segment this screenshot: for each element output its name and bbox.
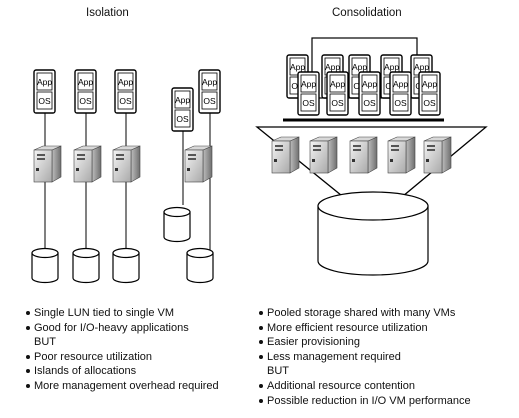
- os-label: OS: [302, 98, 315, 108]
- isolation-bullet-item: Good for I/O-heavy applications: [25, 321, 219, 336]
- os-box: [421, 93, 438, 112]
- isolation-bullet-item: More management overhead required: [25, 379, 219, 394]
- server-icon: [309, 136, 338, 174]
- app-box: [361, 74, 378, 93]
- consolidation-bullet-item: Easier provisioning: [258, 335, 471, 350]
- os-box: [77, 91, 94, 110]
- app-box: [329, 74, 346, 93]
- isolation-bullet-item: Islands of allocations: [25, 364, 219, 379]
- os-box: [329, 93, 346, 112]
- os-box: [117, 91, 134, 110]
- consolidation-bullet-item: More efficient resource utilization: [258, 321, 471, 336]
- isolation-title: Isolation: [86, 7, 129, 19]
- app-box: [117, 72, 134, 91]
- os-box: [201, 91, 218, 110]
- app-box: [77, 72, 94, 91]
- os-box: [300, 93, 317, 112]
- os-label: OS: [363, 98, 376, 108]
- app-box: [201, 72, 218, 91]
- os-label: OS: [38, 96, 51, 106]
- app-box: [421, 74, 438, 93]
- disk-icon: [112, 247, 140, 284]
- server-icon: [423, 136, 452, 174]
- server-icon: [387, 136, 416, 174]
- server-icon: [349, 136, 378, 174]
- consolidation-bullet-item: Pooled storage shared with many VMs: [258, 306, 471, 321]
- isolation-bullet-item: BUT: [34, 336, 56, 349]
- os-label: OS: [176, 114, 189, 124]
- disk-icon: [186, 247, 214, 284]
- os-box: [361, 93, 378, 112]
- app-label: App: [414, 62, 429, 72]
- os-label: OS: [119, 96, 132, 106]
- app-box: [300, 74, 317, 93]
- app-label: App: [290, 62, 305, 72]
- server-icon: [73, 145, 102, 183]
- disk-icon: [72, 247, 100, 284]
- app-label: App: [78, 77, 93, 87]
- app-box: [174, 90, 191, 109]
- consolidation-title: Consolidation: [332, 7, 402, 19]
- app-label: App: [301, 79, 316, 89]
- os-label: OS: [79, 96, 92, 106]
- server-icon: [271, 136, 300, 174]
- disk-icon: [163, 206, 191, 243]
- app-label: App: [362, 79, 377, 89]
- app-label: App: [175, 95, 190, 105]
- server-icon: [184, 145, 213, 183]
- consolidation-bullet-item: Additional resource contention: [258, 379, 471, 394]
- server-icon: [112, 145, 141, 183]
- consolidation-bullet-item: BUT: [267, 365, 289, 378]
- disk-icon: [31, 247, 59, 284]
- os-label: OS: [331, 98, 344, 108]
- consolidation-bullet-item: Less management required: [258, 350, 471, 365]
- app-label: App: [37, 77, 52, 87]
- isolation-bullet-item: Poor resource utilization: [25, 350, 219, 365]
- app-label: App: [325, 62, 340, 72]
- app-label: App: [202, 77, 217, 87]
- app-label: App: [393, 79, 408, 89]
- os-label: OS: [394, 98, 407, 108]
- os-box: [392, 93, 409, 112]
- server-icon: [33, 145, 62, 183]
- app-box: [392, 74, 409, 93]
- app-label: App: [422, 79, 437, 89]
- app-box: [36, 72, 53, 91]
- consolidation-diagram: AppOSAppOSAppOSAppOSAppOSAppOSAppOSAppOS…: [255, 37, 488, 276]
- shared-disk-icon: [317, 191, 429, 276]
- isolation-bullet-item: Single LUN tied to single VM: [25, 306, 219, 321]
- os-label: OS: [423, 98, 436, 108]
- os-box: [174, 109, 191, 128]
- app-label: App: [118, 77, 133, 87]
- os-label: OS: [203, 96, 216, 106]
- app-label: App: [330, 79, 345, 89]
- consolidation-bullet-item: Possible reduction in I/O VM performance: [258, 394, 471, 409]
- app-label: App: [352, 62, 367, 72]
- os-box: [36, 91, 53, 110]
- app-label: App: [384, 62, 399, 72]
